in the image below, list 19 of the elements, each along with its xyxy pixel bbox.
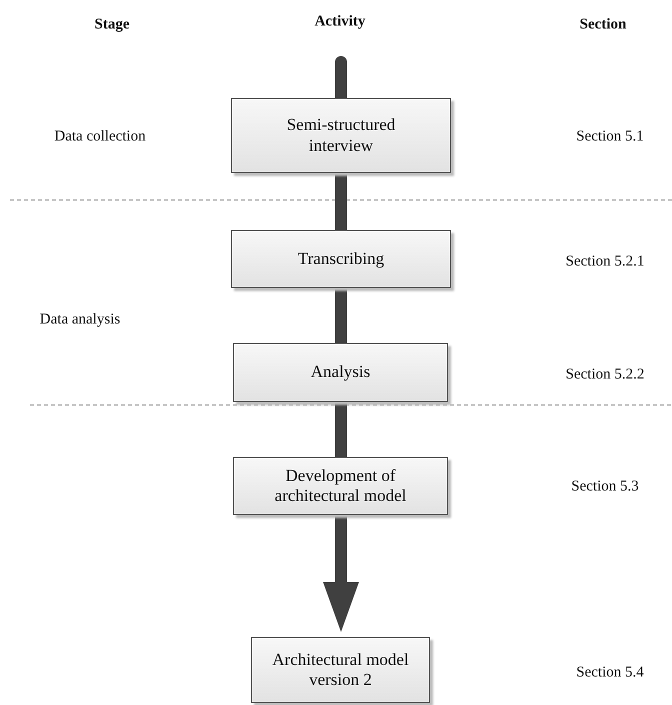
section-reference: Section 5.1	[576, 128, 644, 146]
stage-label: Data collection	[54, 128, 146, 146]
column-header: Section	[580, 16, 626, 34]
arrow	[323, 515, 359, 632]
process-box: Architectural model version 2	[251, 637, 430, 703]
column-header: Stage	[94, 16, 130, 34]
stage-label: Data analysis	[40, 312, 120, 328]
connector-line	[335, 173, 347, 230]
process-box: Semi-structured interview	[231, 98, 451, 173]
column-header: Activity	[314, 14, 366, 30]
process-box: Development of architectural model	[233, 457, 448, 515]
section-reference: Section 5.3	[571, 478, 639, 496]
section-reference: Section 5.4	[576, 664, 644, 682]
section-reference: Section 5.2.1	[566, 254, 644, 270]
connector-line	[335, 402, 347, 457]
process-box: Analysis	[233, 343, 448, 402]
section-reference: Section 5.2.2	[566, 366, 644, 384]
connector-line	[335, 288, 347, 343]
process-box: Transcribing	[231, 230, 451, 288]
